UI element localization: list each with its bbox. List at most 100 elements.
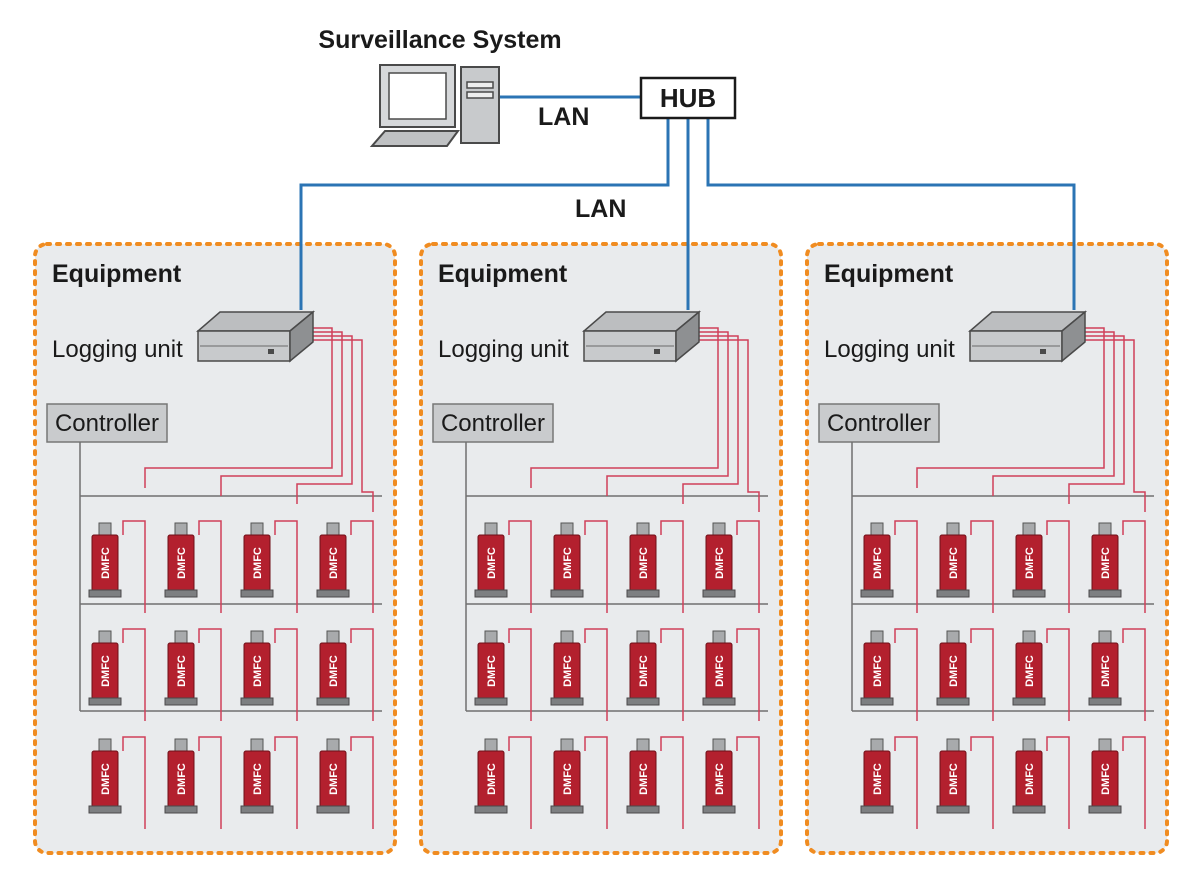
signal-line <box>350 520 374 613</box>
dmfc-label: DMFC <box>948 655 960 687</box>
dmfc-device: DMFC <box>702 630 736 706</box>
signal-trunk <box>916 327 1105 488</box>
logging-unit-label: Logging unit <box>52 336 183 363</box>
logging-unit-icon <box>967 310 1088 363</box>
dmfc-label: DMFC <box>100 763 112 795</box>
signal-line <box>894 736 918 829</box>
dmfc-device: DMFC <box>1088 630 1122 706</box>
lan-network <box>299 95 1076 310</box>
dmfc-device: DMFC <box>240 522 274 598</box>
signal-line <box>736 628 760 721</box>
signal-line <box>970 520 994 613</box>
dmfc-device: DMFC <box>1012 522 1046 598</box>
signal-trunk <box>220 331 343 496</box>
dmfc-label: DMFC <box>638 547 650 579</box>
dmfc-device: DMFC <box>1088 522 1122 598</box>
signal-trunk <box>305 339 374 512</box>
dmfc-label: DMFC <box>562 763 574 795</box>
dmfc-label: DMFC <box>1024 547 1036 579</box>
signal-line <box>1122 628 1146 721</box>
signal-line <box>274 520 298 613</box>
dmfc-label: DMFC <box>948 763 960 795</box>
logging-unit-icon <box>581 310 702 363</box>
logging-unit-label: Logging unit <box>438 336 569 363</box>
signal-line <box>1122 520 1146 613</box>
signal-line <box>584 520 608 613</box>
dmfc-label: DMFC <box>714 655 726 687</box>
dmfc-label: DMFC <box>328 763 340 795</box>
signal-trunk <box>606 331 729 496</box>
signal-line <box>1046 736 1070 829</box>
signal-line <box>274 736 298 829</box>
dmfc-label: DMFC <box>486 763 498 795</box>
signal-line <box>1122 736 1146 829</box>
signal-line <box>350 736 374 829</box>
dmfc-device: DMFC <box>550 738 584 814</box>
dmfc-label: DMFC <box>872 763 884 795</box>
signal-line <box>970 628 994 721</box>
controller-bus <box>79 442 382 712</box>
dmfc-device: DMFC <box>1012 738 1046 814</box>
dmfc-label: DMFC <box>1024 763 1036 795</box>
signal-trunk <box>682 335 739 504</box>
logging-unit-icon <box>195 310 316 363</box>
dmfc-device: DMFC <box>474 522 508 598</box>
signal-line <box>736 736 760 829</box>
dmfc-device: DMFC <box>936 522 970 598</box>
dmfc-label: DMFC <box>562 547 574 579</box>
dmfc-label: DMFC <box>638 655 650 687</box>
controller-bus <box>465 442 768 712</box>
hub-label: HUB <box>660 83 716 113</box>
dmfc-device: DMFC <box>702 738 736 814</box>
controller-label: Controller <box>441 410 545 437</box>
dmfc-device: DMFC <box>860 630 894 706</box>
dmfc-device: DMFC <box>702 522 736 598</box>
dmfc-device: DMFC <box>860 738 894 814</box>
signal-line <box>122 628 146 721</box>
signal-trunk <box>296 335 353 504</box>
dmfc-label: DMFC <box>176 547 188 579</box>
equipment-label: Equipment <box>824 260 954 288</box>
signal-trunk <box>144 327 333 488</box>
dmfc-device: DMFC <box>1088 738 1122 814</box>
dmfc-device: DMFC <box>626 738 660 814</box>
lan-link-left <box>299 118 670 310</box>
signal-line <box>584 736 608 829</box>
equipment-label: Equipment <box>52 260 182 288</box>
dmfc-label: DMFC <box>714 547 726 579</box>
dmfc-device: DMFC <box>88 522 122 598</box>
dmfc-device: DMFC <box>240 738 274 814</box>
dmfc-device: DMFC <box>550 522 584 598</box>
signal-line <box>736 520 760 613</box>
signal-trunk <box>992 331 1115 496</box>
dmfc-label: DMFC <box>176 655 188 687</box>
dmfc-device: DMFC <box>316 630 350 706</box>
controller-box <box>46 403 168 443</box>
dmfc-label: DMFC <box>562 655 574 687</box>
signal-line <box>198 736 222 829</box>
dmfc-label: DMFC <box>1024 655 1036 687</box>
lan-label-top: LAN <box>538 103 589 131</box>
dmfc-label: DMFC <box>486 655 498 687</box>
signal-line <box>350 628 374 721</box>
equipment-border <box>419 242 783 855</box>
dmfc-label: DMFC <box>638 763 650 795</box>
dmfc-label: DMFC <box>1100 655 1112 687</box>
signal-line <box>122 736 146 829</box>
lan-link-right <box>706 118 1076 310</box>
surveillance-computer-icon <box>369 64 500 147</box>
dmfc-device: DMFC <box>88 630 122 706</box>
signal-trunk <box>530 327 719 488</box>
equipment-border <box>805 242 1169 855</box>
dmfc-device: DMFC <box>626 630 660 706</box>
dmfc-label: DMFC <box>1100 547 1112 579</box>
dmfc-device: DMFC <box>164 522 198 598</box>
dmfc-device: DMFC <box>936 738 970 814</box>
signal-line <box>1046 628 1070 721</box>
controller-label: Controller <box>827 410 931 437</box>
signal-line <box>198 520 222 613</box>
dmfc-device: DMFC <box>474 630 508 706</box>
dmfc-label: DMFC <box>252 547 264 579</box>
